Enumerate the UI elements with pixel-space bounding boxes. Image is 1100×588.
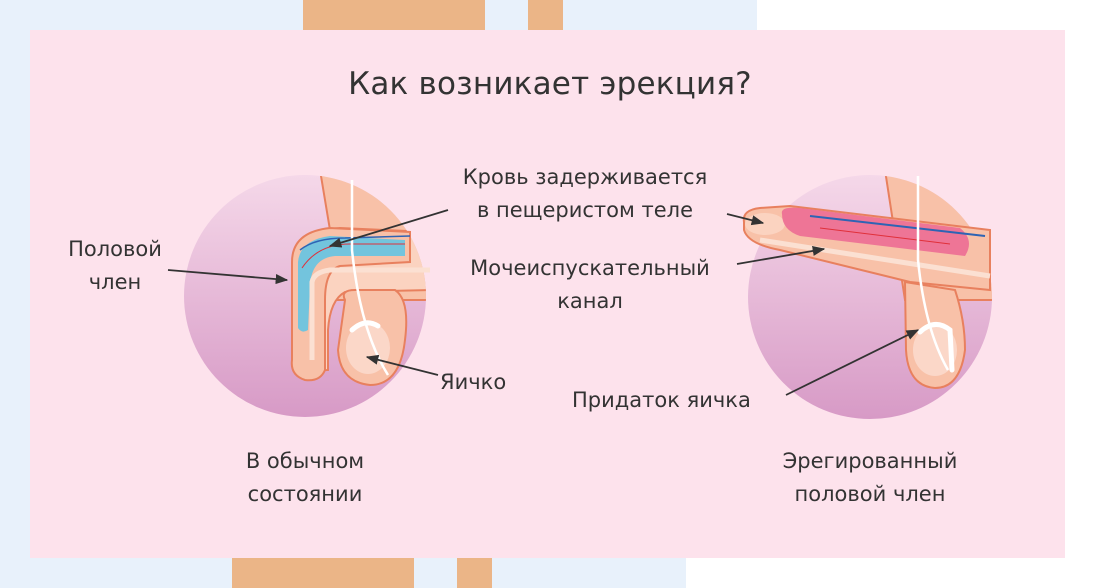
arrow-penis [167,269,289,285]
background-blue-left [0,0,30,588]
testicle-erect [913,324,957,376]
caption-erect-line2: половой член [794,482,946,506]
label-urethra: Мочеиспускательный канал [440,252,740,318]
arrow-urethra [736,245,826,265]
label-urethra-line1: Мочеиспускательный [470,256,710,280]
cavernous-body-erect [781,207,969,256]
illustration-erect [742,175,992,419]
arrow-blood-right [726,213,765,226]
arrow-epididymis [785,329,920,396]
label-blood-line1: Кровь задерживается [462,165,708,189]
label-penis-line2: член [88,270,142,294]
caption-erect-line1: Эрегированный [782,449,958,473]
caption-normal-line2: состоянии [247,482,363,506]
caption-normal-state: В обычном состоянии [190,445,420,511]
decor-bar-top-2 [528,0,563,30]
decor-bar-bottom-2 [457,558,492,588]
label-testicle: Яичко [440,370,507,394]
arrow-blood-left [328,209,449,248]
label-epididymis: Придаток яичка [572,388,751,412]
label-blood-line2: в пещеристом теле [476,198,694,222]
label-penis-line1: Половой [68,237,162,261]
decor-bar-bottom-1 [232,558,414,588]
diagram-title: Как возникает эрекция? [348,66,752,102]
label-blood-retained: Кровь задерживается в пещеристом теле [430,161,740,227]
label-penis: Половой член [40,233,190,299]
illustration-normal [184,175,430,417]
caption-erect-state: Эрегированный половой член [745,445,995,511]
decor-bar-top-1 [303,0,485,30]
penis-shape-normal [290,226,411,382]
arrow-testicle [365,354,439,376]
label-urethra-line2: канал [557,289,623,313]
caption-normal-line1: В обычном [245,449,365,473]
